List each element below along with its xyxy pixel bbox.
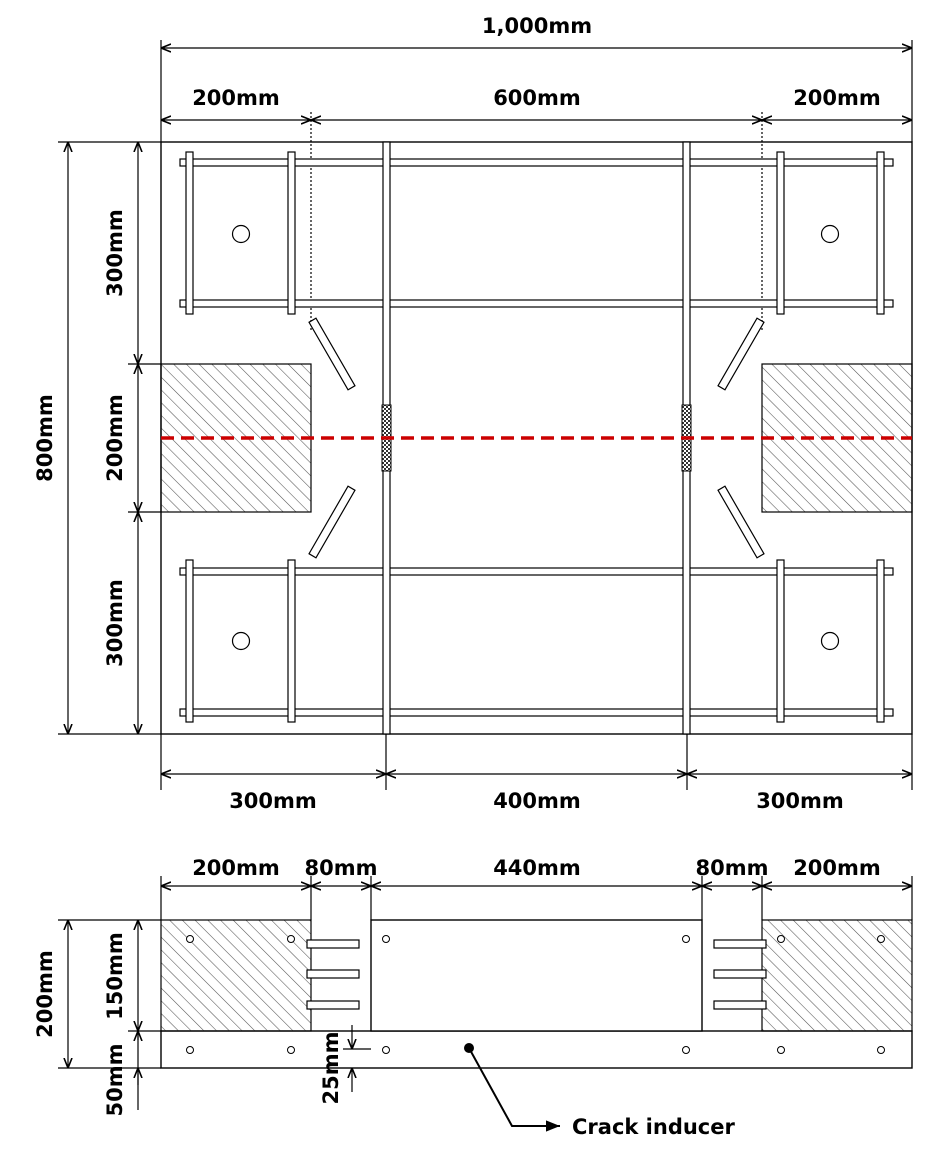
dim-left-bottom: 300mm (103, 579, 127, 667)
dim-section-right: 200mm (793, 856, 881, 880)
rebar-stub (713, 969, 767, 979)
section-hatched-left (160, 919, 312, 1032)
bolt-hole (186, 935, 194, 943)
dim-section-height: 200mm (33, 950, 57, 1038)
diagonal-bar (308, 485, 356, 559)
dim-overall-height: 800mm (33, 394, 57, 482)
dim-bottom-middle: 400mm (493, 789, 581, 813)
rebar-stub (306, 939, 360, 949)
anchor-hole (231, 631, 251, 651)
diagonal-bar (717, 317, 765, 391)
dim-overall-width: 1,000mm (482, 14, 592, 38)
dim-section-lower: 50mm (103, 1044, 127, 1117)
dim-bottom-right: 300mm (756, 789, 844, 813)
dim-left-top: 300mm (103, 209, 127, 297)
crack-inducer-label: Crack inducer (572, 1115, 735, 1139)
rebar-longitudinal (179, 158, 894, 167)
section-view: 200mm 80mm 440mm 80mm 200mm 200mm 150mm … (33, 856, 913, 1139)
dim-section-gap-left: 80mm (305, 856, 378, 880)
bolt-hole (777, 1046, 785, 1054)
bolt-hole (287, 935, 295, 943)
dim-section-gap-right: 80mm (696, 856, 769, 880)
rebar-longitudinal (179, 708, 894, 717)
plan-view: 1,000mm 200mm 600mm 200mm 800mm 300mm 20… (33, 14, 913, 813)
bolt-hole (382, 1046, 390, 1054)
bolt-hole (682, 1046, 690, 1054)
dim-top-left: 200mm (192, 86, 280, 110)
section-base (160, 1030, 913, 1069)
rebar-transverse (185, 151, 194, 315)
rebar-stub (713, 939, 767, 949)
dim-top-middle: 600mm (493, 86, 581, 110)
dim-section-left: 200mm (192, 856, 280, 880)
rebar-transverse (287, 151, 296, 315)
rebar-stub (713, 1000, 767, 1010)
diagonal-bar (308, 317, 356, 391)
rebar-transverse (876, 559, 885, 723)
bolt-hole (186, 1046, 194, 1054)
dim-left-middle: 200mm (103, 394, 127, 482)
rebar-longitudinal (179, 567, 894, 576)
anchor-hole (231, 224, 251, 244)
rebar-transverse (185, 559, 194, 723)
bolt-hole (382, 935, 390, 943)
rebar-transverse (876, 151, 885, 315)
rebar-longitudinal (179, 299, 894, 308)
bolt-hole (877, 1046, 885, 1054)
rebar-transverse (287, 559, 296, 723)
crack-inducer-leader (468, 1047, 560, 1132)
rebar-transverse (776, 559, 785, 723)
dim-section-upper: 150mm (103, 932, 127, 1020)
dim-section-middle: 440mm (493, 856, 581, 880)
bolt-hole (287, 1046, 295, 1054)
section-holes (186, 935, 885, 1054)
bolt-hole (877, 935, 885, 943)
rebar-stub (306, 1000, 360, 1010)
anchor-hole (820, 224, 840, 244)
bolt-hole (777, 935, 785, 943)
dim-bottom-left: 300mm (229, 789, 317, 813)
section-center-block (370, 919, 703, 1032)
dim-top-right: 200mm (793, 86, 881, 110)
section-hatched-right (761, 919, 913, 1032)
anchor-hole (820, 631, 840, 651)
rebar-transverse (776, 151, 785, 315)
bolt-hole (682, 935, 690, 943)
diagonal-bar (717, 485, 765, 559)
rebar-stub (306, 969, 360, 979)
